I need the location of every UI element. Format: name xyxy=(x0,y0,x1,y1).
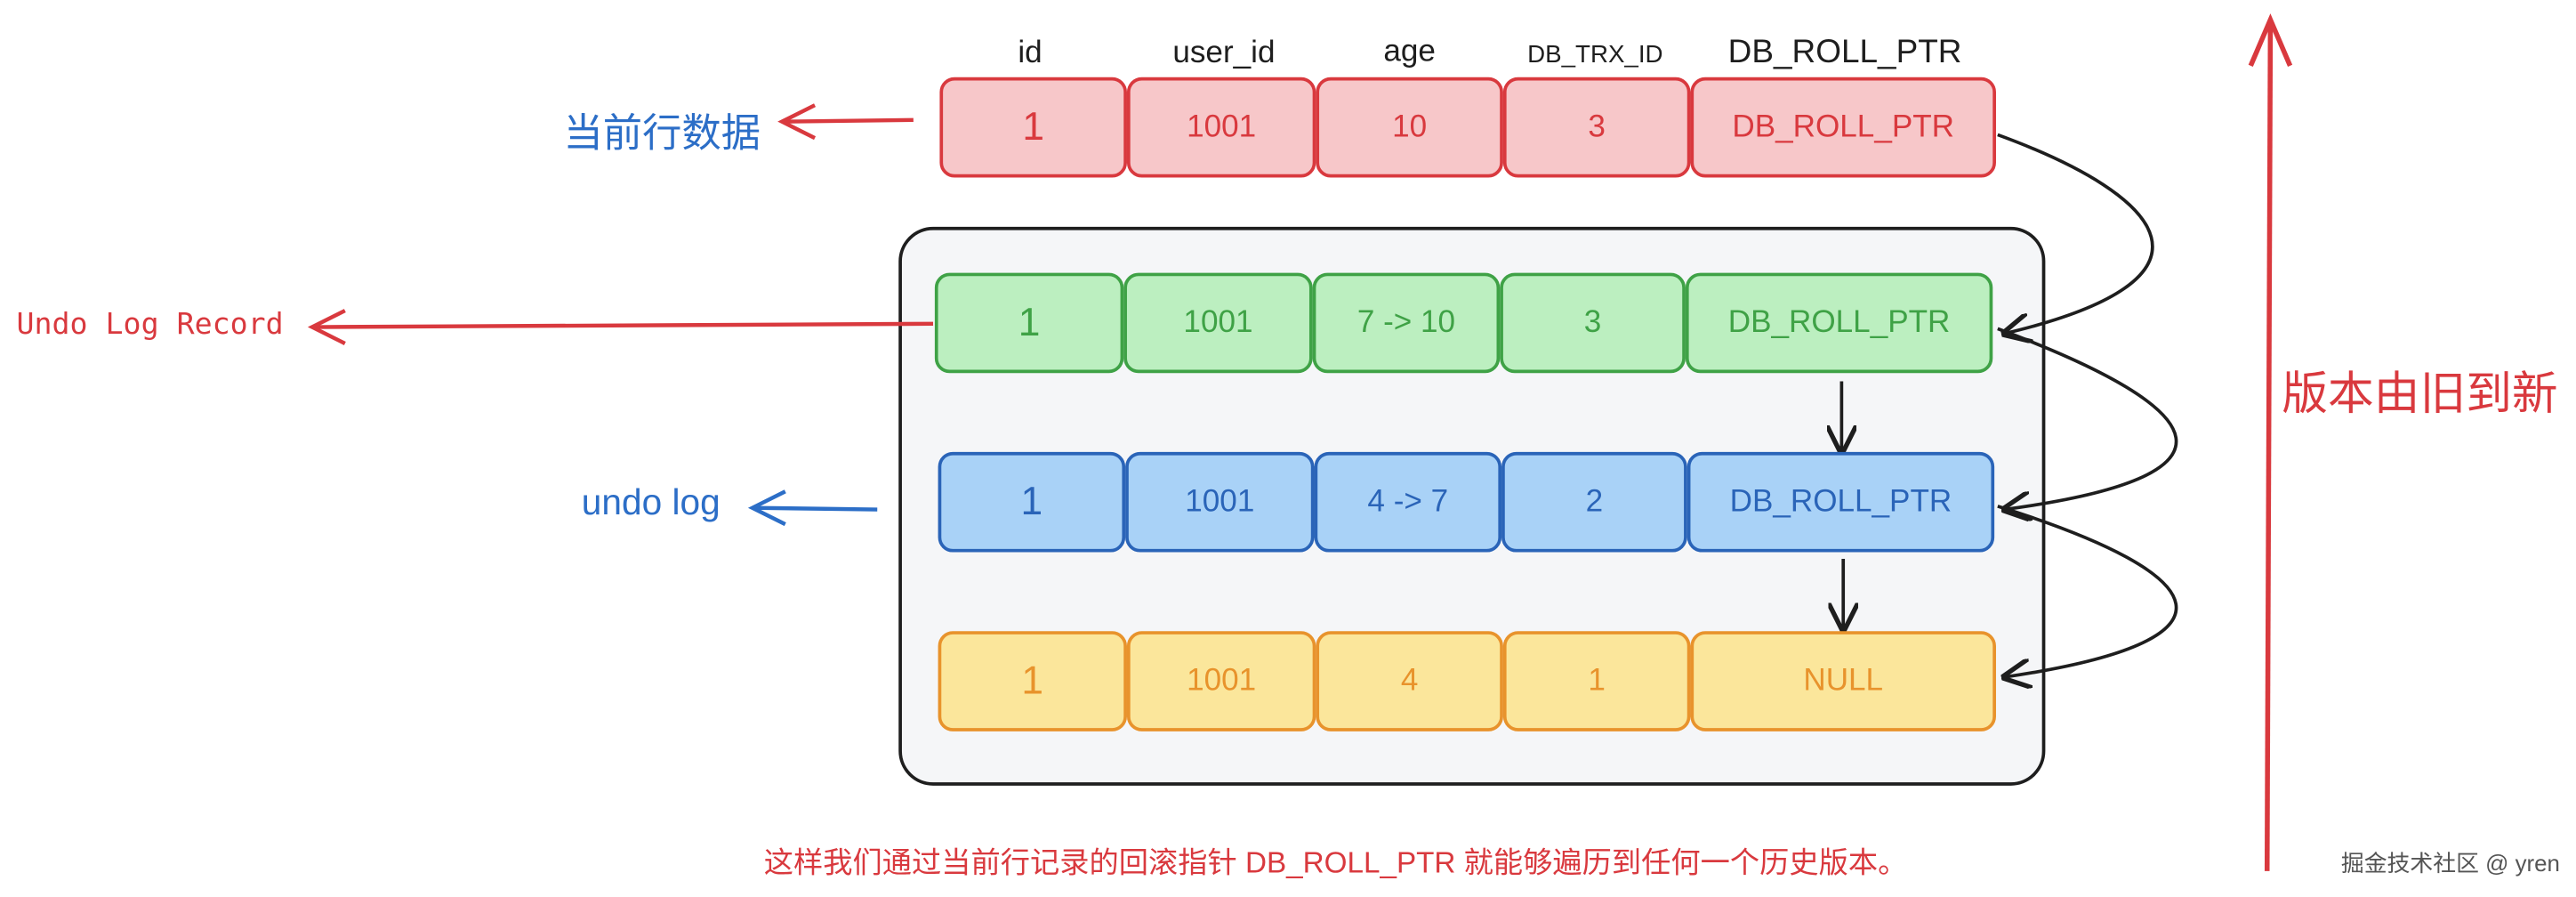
undo-record-3-db-trx-id: 1 xyxy=(1502,631,1691,731)
undo-record-1-age: 7 -> 10 xyxy=(1312,272,1501,374)
undo-record-1-db-roll-ptr: DB_ROLL_PTR xyxy=(1685,272,1993,374)
undo-log-record-label: Undo Log Record xyxy=(16,307,284,343)
header-age: age xyxy=(1383,34,1436,69)
undo-record-2-id: 1 xyxy=(938,451,1126,553)
undo-record-2-user-id: 1001 xyxy=(1125,451,1315,553)
roll-pointer-curves xyxy=(1997,133,2178,677)
undo-record-2-db-roll-ptr: DB_ROLL_PTR xyxy=(1686,451,1995,553)
current-row-arrow xyxy=(777,103,914,141)
current-row-db-roll-ptr: DB_ROLL_PTR xyxy=(1690,77,1996,178)
header-db-roll-ptr: DB_ROLL_PTR xyxy=(1727,34,1962,71)
undo-record-3-db-roll-ptr: NULL xyxy=(1690,631,1996,731)
current-row-id: 1 xyxy=(939,77,1127,178)
current-row-age: 10 xyxy=(1316,77,1503,178)
undo-record-1-user-id: 1001 xyxy=(1123,272,1313,374)
version-arrow xyxy=(2248,13,2293,871)
version-direction-label: 版本由旧到新 xyxy=(2282,368,2558,419)
undo-log-record-arrow xyxy=(307,309,934,345)
current-row-db-trx-id: 3 xyxy=(1502,77,1691,178)
undo-record-1-id: 1 xyxy=(934,272,1124,374)
current-row-label: 当前行数据 xyxy=(563,111,761,157)
undo-record-3-id: 1 xyxy=(938,631,1127,731)
roll-pointer-down-arrows xyxy=(1841,381,1843,629)
undo-record-2-db-trx-id: 2 xyxy=(1501,451,1687,553)
undo-log-arrow xyxy=(747,489,878,527)
undo-record-1-db-trx-id: 3 xyxy=(1500,272,1686,374)
undo-record-3-age: 4 xyxy=(1316,631,1503,731)
undo-log-label: undo log xyxy=(581,481,720,523)
undo-record-3-user-id: 1001 xyxy=(1126,631,1316,731)
header-db-trx-id: DB_TRX_ID xyxy=(1527,41,1663,69)
current-row-user-id: 1001 xyxy=(1126,77,1316,178)
caption-text: 这样我们通过当前行记录的回滚指针 DB_ROLL_PTR 就能够遍历到任何一个历… xyxy=(763,846,1908,880)
header-id: id xyxy=(1018,36,1042,71)
roll-ptr-curve-red-to-green xyxy=(1997,133,2154,333)
header-user-id: user_id xyxy=(1172,36,1276,71)
watermark: 掘金技术社区 @ yren xyxy=(2340,849,2560,877)
roll-ptr-curve-blue-to-yellow xyxy=(1997,505,2178,677)
undo-record-2-age: 4 -> 7 xyxy=(1314,451,1502,553)
roll-ptr-curve-green-to-blue xyxy=(1997,327,2178,509)
